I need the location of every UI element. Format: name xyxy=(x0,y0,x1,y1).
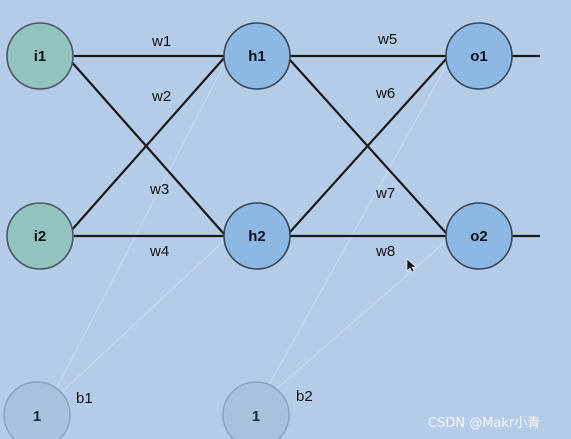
bias-label-b1: b1 xyxy=(76,390,93,407)
input-node-i1: i1 xyxy=(6,22,74,90)
bias-node-1: 1 xyxy=(3,381,71,439)
edge-h2-o1 xyxy=(289,57,448,233)
weight-label-w3: w3 xyxy=(149,181,169,198)
weight-label-w1: w1 xyxy=(151,33,171,50)
bias-edge-b1-h2 xyxy=(47,235,230,406)
bias-node-2-value: 1 xyxy=(252,408,260,425)
weight-label-w6: w6 xyxy=(375,85,395,102)
node-label-o1: o1 xyxy=(470,48,488,65)
node-label-o2: o2 xyxy=(470,228,488,245)
node-label-h1: h1 xyxy=(248,48,266,65)
node-label-i2: i2 xyxy=(34,228,47,245)
bias-node-1-value: 1 xyxy=(33,408,41,425)
weight-label-w7: w7 xyxy=(375,185,395,202)
weight-label-w4: w4 xyxy=(149,243,169,260)
hidden-node-h2: h2 xyxy=(223,202,291,270)
node-label-h2: h2 xyxy=(248,228,266,245)
output-node-o1: o1 xyxy=(445,22,513,90)
bias-edge-b2-o2 xyxy=(257,235,453,406)
mouse-cursor-icon xyxy=(406,258,417,273)
bias-node-2: 1 xyxy=(222,381,290,439)
weight-label-w8: w8 xyxy=(375,243,395,260)
bias-edge-b2-o1 xyxy=(257,54,453,406)
weight-label-w2: w2 xyxy=(151,88,171,105)
bias-edge-b1-h1 xyxy=(47,54,230,406)
hidden-node-h1: h1 xyxy=(223,22,291,90)
node-label-i1: i1 xyxy=(34,48,47,65)
csdn-watermark: CSDN @Makr小青 xyxy=(428,416,540,431)
weight-label-w5: w5 xyxy=(377,31,397,48)
input-node-i2: i2 xyxy=(6,202,74,270)
edge-i1-h2 xyxy=(69,59,225,235)
edge-i2-h1 xyxy=(69,57,225,233)
edge-h1-o2 xyxy=(289,59,448,235)
output-node-o2: o2 xyxy=(445,202,513,270)
bias-label-b2: b2 xyxy=(296,388,313,405)
